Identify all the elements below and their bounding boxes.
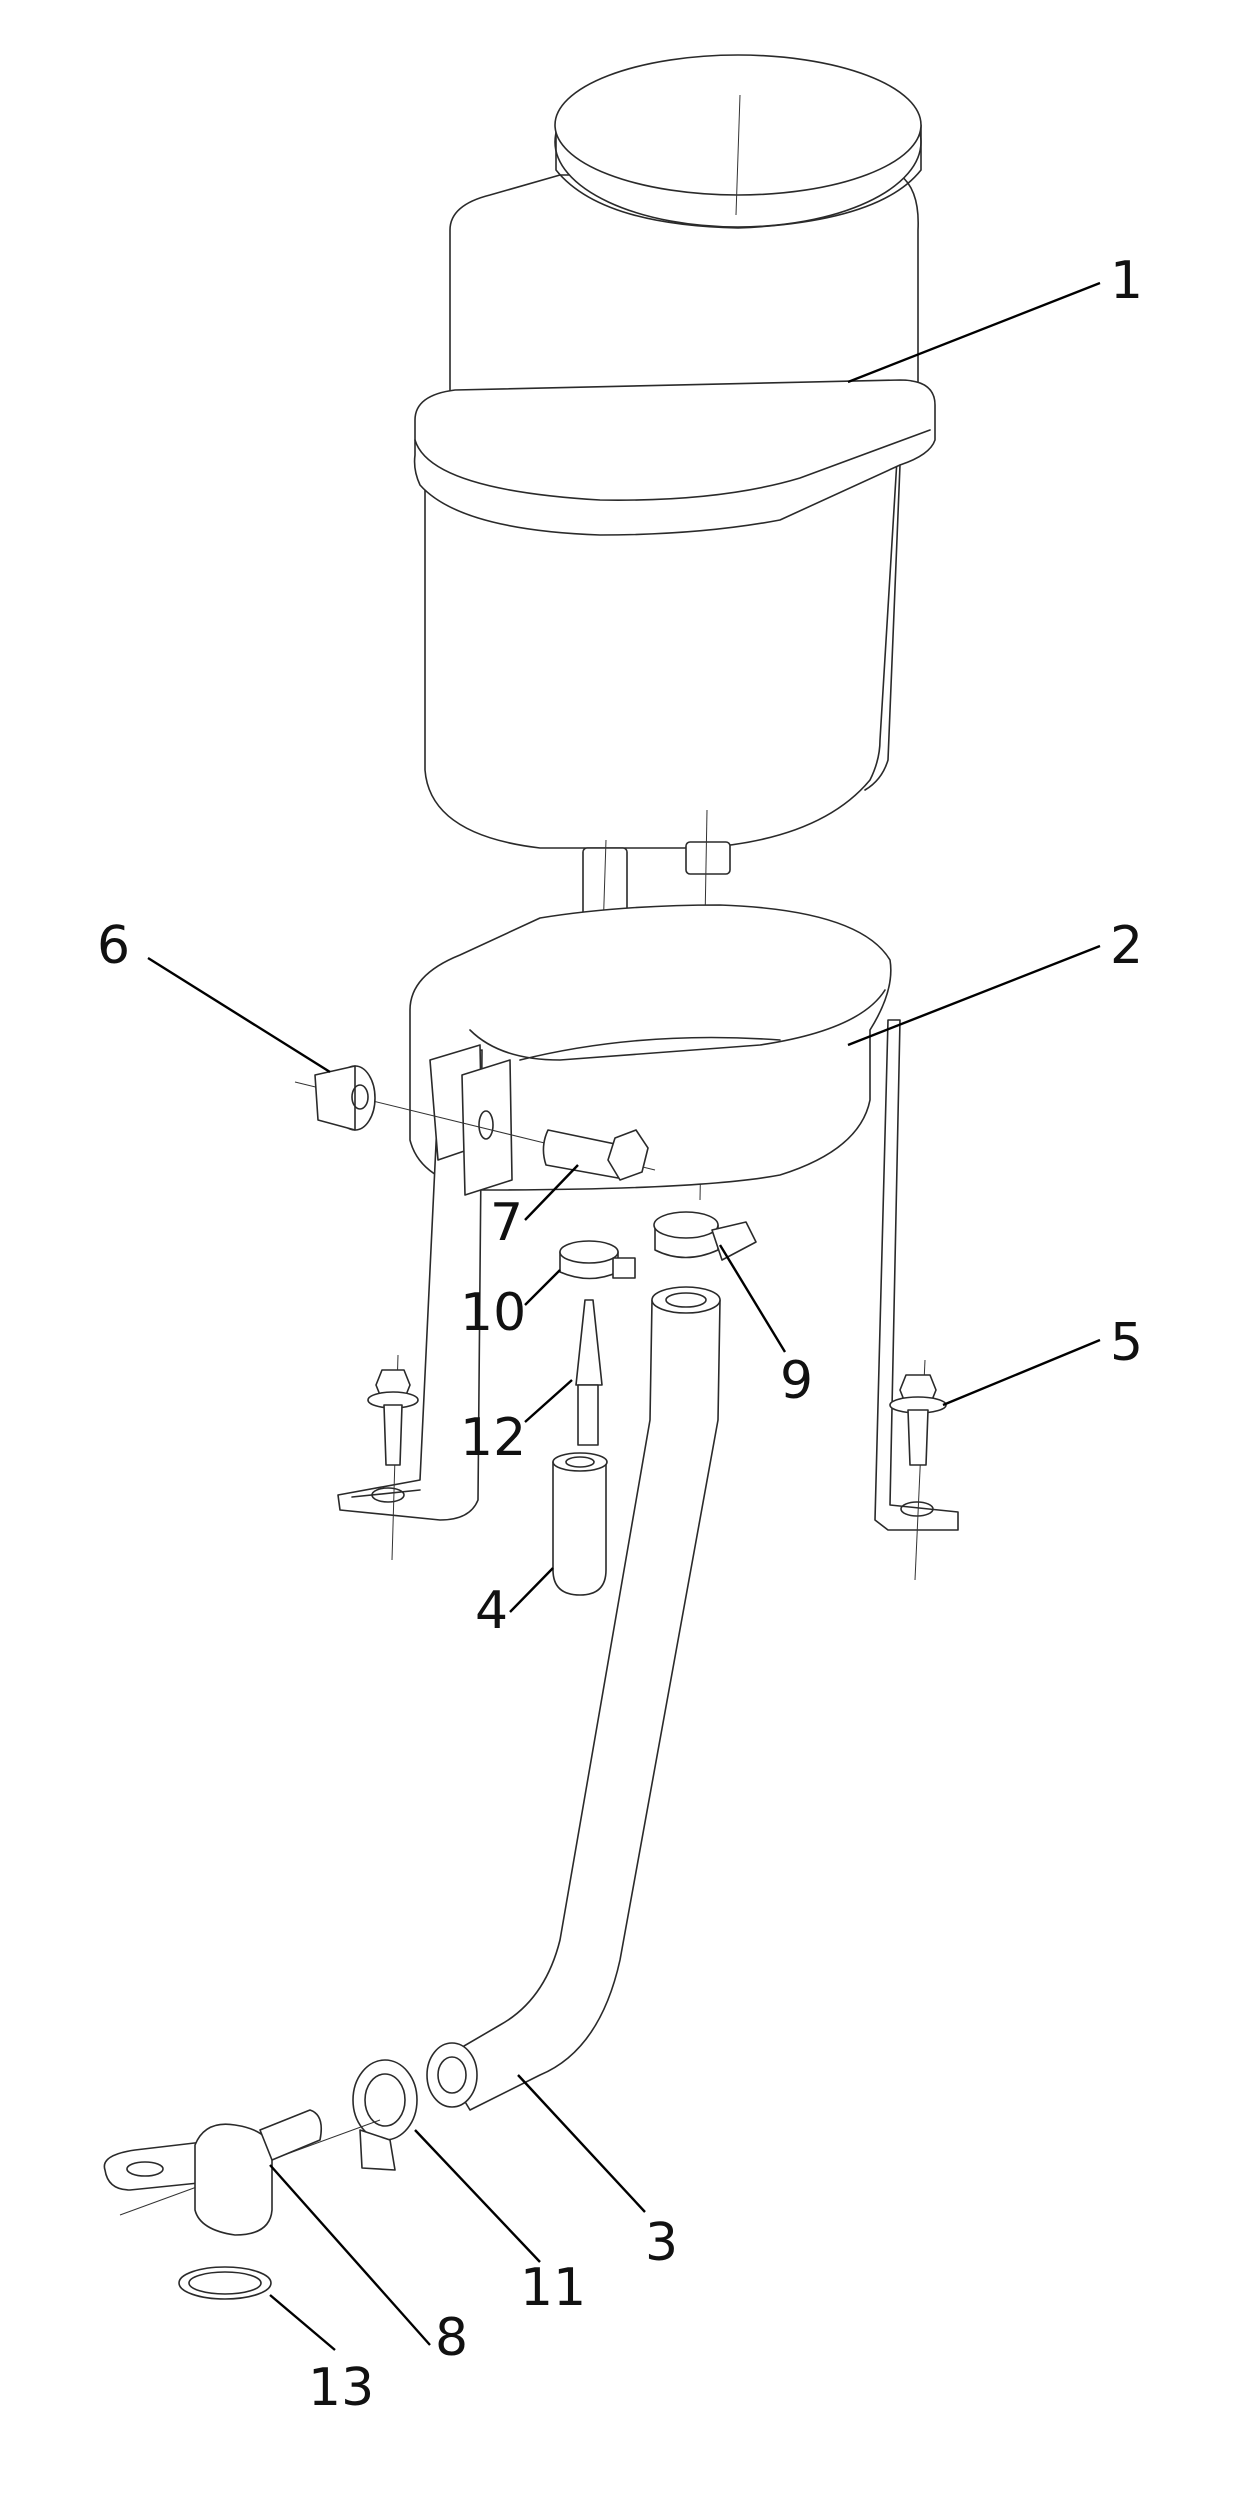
callout-11: 11 bbox=[520, 2258, 586, 2318]
reservoir-tank bbox=[413, 54, 936, 1201]
leader-12 bbox=[524, 1379, 573, 1423]
callout-2: 2 bbox=[1110, 916, 1143, 976]
callout-9: 9 bbox=[780, 1351, 813, 1411]
nut bbox=[294, 1065, 656, 1171]
banjo-fitting bbox=[103, 2109, 381, 2236]
callout-6: 6 bbox=[97, 916, 130, 976]
callout-8: 8 bbox=[435, 2308, 468, 2368]
bolt-left bbox=[367, 1354, 419, 1561]
callout-1: 1 bbox=[1110, 251, 1143, 311]
leader-2 bbox=[847, 944, 1101, 1047]
leader-5 bbox=[942, 1338, 1101, 1407]
leader-13 bbox=[269, 2294, 336, 2351]
clamp-ring bbox=[352, 2059, 418, 2171]
leader-6 bbox=[147, 956, 331, 1074]
hex-bolt bbox=[542, 1129, 649, 1181]
mounting-bracket bbox=[337, 904, 959, 1531]
callout-10: 10 bbox=[460, 1283, 526, 1343]
callout-7: 7 bbox=[490, 1193, 523, 1253]
leader-lines bbox=[147, 281, 1101, 2351]
leader-11 bbox=[414, 2129, 541, 2263]
cap-hose bbox=[552, 1452, 608, 1596]
leader-7 bbox=[524, 1164, 579, 1221]
nozzle-fitting bbox=[575, 1299, 603, 1446]
leader-9 bbox=[718, 1244, 787, 1353]
worm-gear-clamp bbox=[653, 1211, 757, 1261]
o-ring bbox=[178, 2266, 272, 2300]
callout-3: 3 bbox=[645, 2213, 678, 2273]
hose bbox=[426, 1286, 721, 2111]
callout-13: 13 bbox=[308, 2358, 374, 2418]
bolt-right bbox=[889, 1359, 947, 1581]
leader-3 bbox=[517, 2074, 646, 2213]
callout-4: 4 bbox=[475, 1581, 508, 1641]
callout-5: 5 bbox=[1110, 1313, 1143, 1373]
leader-10 bbox=[524, 1269, 561, 1306]
leader-4 bbox=[509, 1567, 554, 1613]
small-hose-clamp bbox=[559, 1240, 636, 1280]
callout-labels: 1 2 3 4 5 6 7 8 9 10 11 12 13 bbox=[97, 251, 1143, 2418]
callout-12: 12 bbox=[460, 1408, 526, 1468]
leader-8 bbox=[269, 2164, 431, 2346]
leader-1 bbox=[847, 281, 1101, 384]
